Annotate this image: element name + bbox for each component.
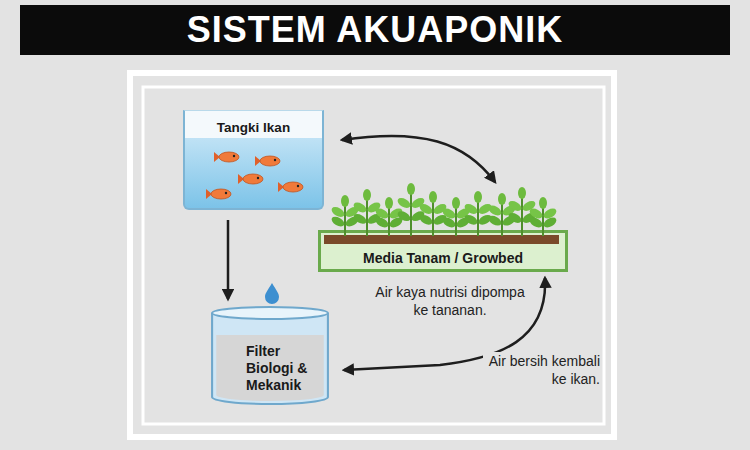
node-text: Filter Biologi & Mekanik <box>246 343 324 394</box>
plant-stem <box>366 198 368 236</box>
fish-eye <box>225 192 227 194</box>
plant-leaf <box>418 202 434 216</box>
fish-body <box>211 189 231 199</box>
fish-eye <box>233 155 235 157</box>
cylinder-top <box>212 307 328 319</box>
plant-leaf <box>463 213 479 227</box>
water-drop <box>265 283 279 304</box>
plant-stem <box>388 206 390 236</box>
plant-stem <box>542 206 544 236</box>
fish-body <box>243 174 263 184</box>
plant-leaf <box>498 193 506 205</box>
flow-note: Air bersih kembali ke ikan. <box>483 352 602 388</box>
plant-leaf <box>518 187 526 199</box>
fish-eye <box>297 185 299 187</box>
soil <box>324 235 559 244</box>
outer-frame <box>130 73 614 437</box>
plant-stem <box>477 200 479 236</box>
flow-arrow <box>227 220 230 299</box>
plant-leaf <box>396 196 412 210</box>
plant-leaf <box>429 191 437 203</box>
flow-note: Air kaya nutrisi dipompa ke tananan. <box>373 283 527 319</box>
plant-stem <box>521 196 523 236</box>
filter-media <box>216 335 323 401</box>
fish-eye <box>274 159 276 161</box>
plant-leaf <box>341 195 349 207</box>
plant-stem <box>501 202 503 236</box>
plant-leaf <box>474 191 482 203</box>
plant-leaf <box>418 213 434 227</box>
inner-frame <box>143 87 604 424</box>
flow-arrow <box>342 136 495 182</box>
plant-leaf <box>385 197 393 209</box>
title-bar: SISTEM AKUAPONIK <box>20 5 730 55</box>
plant-leaf <box>487 214 503 228</box>
node-text: Tangki Ikan <box>185 111 322 136</box>
plant-stem <box>432 200 434 236</box>
fish-tank: Tangki Ikan <box>183 110 324 210</box>
node-text: Media Tanam / Growbed <box>321 233 565 267</box>
plant-leaf <box>487 204 503 218</box>
plant-leaf <box>396 209 412 223</box>
plant-leaf <box>352 201 368 215</box>
plant-leaf <box>352 212 368 226</box>
fish-group <box>206 152 303 199</box>
plant-leaf <box>463 202 479 216</box>
plant-leaf <box>407 183 415 195</box>
plant-leaf <box>539 197 547 209</box>
plant-stem <box>455 206 457 236</box>
growbed-box: Media Tanam / Growbed <box>318 230 568 272</box>
plant-leaf <box>330 215 346 229</box>
plant-group <box>330 183 558 236</box>
plant-leaf <box>452 197 460 209</box>
cylinder-body <box>212 313 328 404</box>
fish-body <box>260 156 280 166</box>
fish-eye <box>257 177 259 179</box>
plant-leaf <box>363 189 371 201</box>
plant-leaf <box>507 199 523 213</box>
plant-leaf <box>330 205 346 219</box>
fish-body <box>219 152 239 162</box>
filter-tank: Filter Biologi & Mekanik <box>210 305 330 405</box>
plant-stem <box>410 192 412 236</box>
plant-stem <box>344 204 346 236</box>
plant-leaf <box>507 211 523 225</box>
fish-body <box>283 182 303 192</box>
